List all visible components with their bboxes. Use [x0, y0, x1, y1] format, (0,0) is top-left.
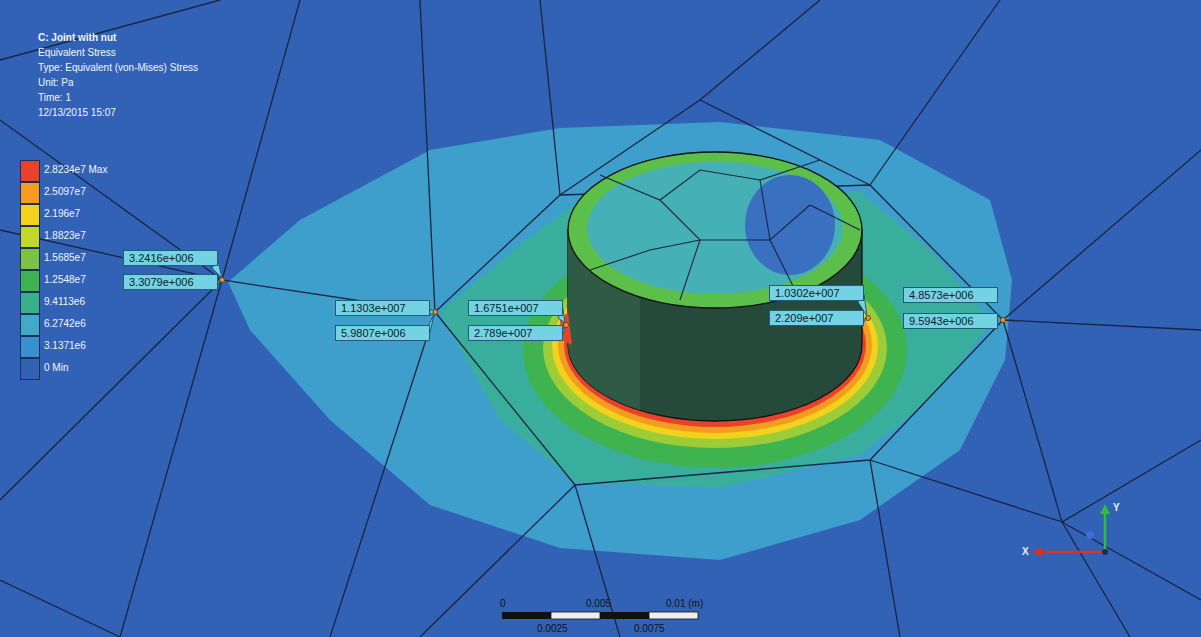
plot-info: Time: 1: [38, 92, 71, 104]
plot-info: Equivalent Stress: [38, 47, 116, 59]
probe-callout: 4.8573e+006: [903, 287, 998, 303]
scale-value: 0.0025: [537, 623, 568, 635]
scale-value: 0.0075: [634, 623, 665, 635]
scale-value: 0.005: [586, 598, 611, 610]
probe-callout: 1.6751e+007: [468, 300, 563, 316]
probe-value: 3.3079e+006: [129, 276, 212, 288]
legend-label: 2.5097e7: [44, 186, 86, 198]
probe-value: 1.6751e+007: [474, 302, 557, 314]
plot-info: 12/13/2015 15:07: [38, 107, 116, 119]
probe-value: 4.8573e+006: [909, 289, 992, 301]
scale-bar: [502, 612, 698, 619]
probe-value: 2.209e+007: [775, 312, 858, 324]
legend-label: 0 Min: [44, 362, 68, 374]
legend-swatch: [20, 314, 40, 336]
plot-info: Unit: Pa: [38, 77, 74, 89]
legend-label: 2.8234e7 Max: [44, 164, 107, 176]
probe-callout: 1.1303e+007: [335, 300, 430, 316]
axis-label: X: [1022, 546, 1029, 558]
probe-value: 1.0302e+007: [775, 287, 858, 299]
probe-callout: 5.9807e+006: [335, 325, 430, 341]
legend-swatch: [20, 160, 40, 182]
scale-value: 0.01 (m): [666, 598, 703, 610]
nut-top-low: [745, 175, 835, 275]
legend-label: 1.5685e7: [44, 252, 86, 264]
axis-triad: [1032, 504, 1110, 557]
probe-value: 1.1303e+007: [341, 302, 424, 314]
legend-label: 2.196e7: [44, 208, 80, 220]
legend-swatch: [20, 358, 40, 380]
probe-callout: 1.0302e+007: [769, 285, 864, 301]
legend-label: 3.1371e6: [44, 340, 86, 352]
probe-callout: 3.2416e+006: [123, 250, 218, 266]
probe-value: 3.2416e+006: [129, 252, 212, 264]
legend-swatch: [20, 248, 40, 270]
probe-value: 5.9807e+006: [341, 327, 424, 339]
legend-swatch: [20, 204, 40, 226]
legend-swatch: [20, 336, 40, 358]
nut-mesh: [590, 160, 860, 300]
probe-value: 9.5943e+006: [909, 315, 992, 327]
legend-label: 1.2548e7: [44, 274, 86, 286]
probe-callout: 3.3079e+006: [123, 274, 218, 290]
legend-swatch: [20, 292, 40, 314]
axis-label: Y: [1113, 502, 1120, 514]
probe-callout: 2.209e+007: [769, 310, 864, 326]
legend-label: 1.8823e7: [44, 230, 86, 242]
low-stress-region: [228, 122, 1012, 560]
legend-label: 9.4113e6: [44, 296, 85, 308]
probe-pointers: [212, 261, 1001, 334]
scale-value: 0: [500, 598, 506, 610]
probe-callout: 2.789e+007: [468, 325, 563, 341]
legend-swatch: [20, 182, 40, 204]
legend-swatch: [20, 226, 40, 248]
nut-top-inner: [587, 162, 843, 294]
probe-value: 2.789e+007: [474, 327, 557, 339]
plot-title: C: Joint with nut: [38, 32, 116, 44]
legend-swatch: [20, 270, 40, 292]
legend-label: 6.2742e6: [44, 318, 86, 330]
probe-points: [220, 278, 1006, 328]
probe-callout: 9.5943e+006: [903, 313, 998, 329]
plot-info: Type: Equivalent (von-Mises) Stress: [38, 62, 198, 74]
